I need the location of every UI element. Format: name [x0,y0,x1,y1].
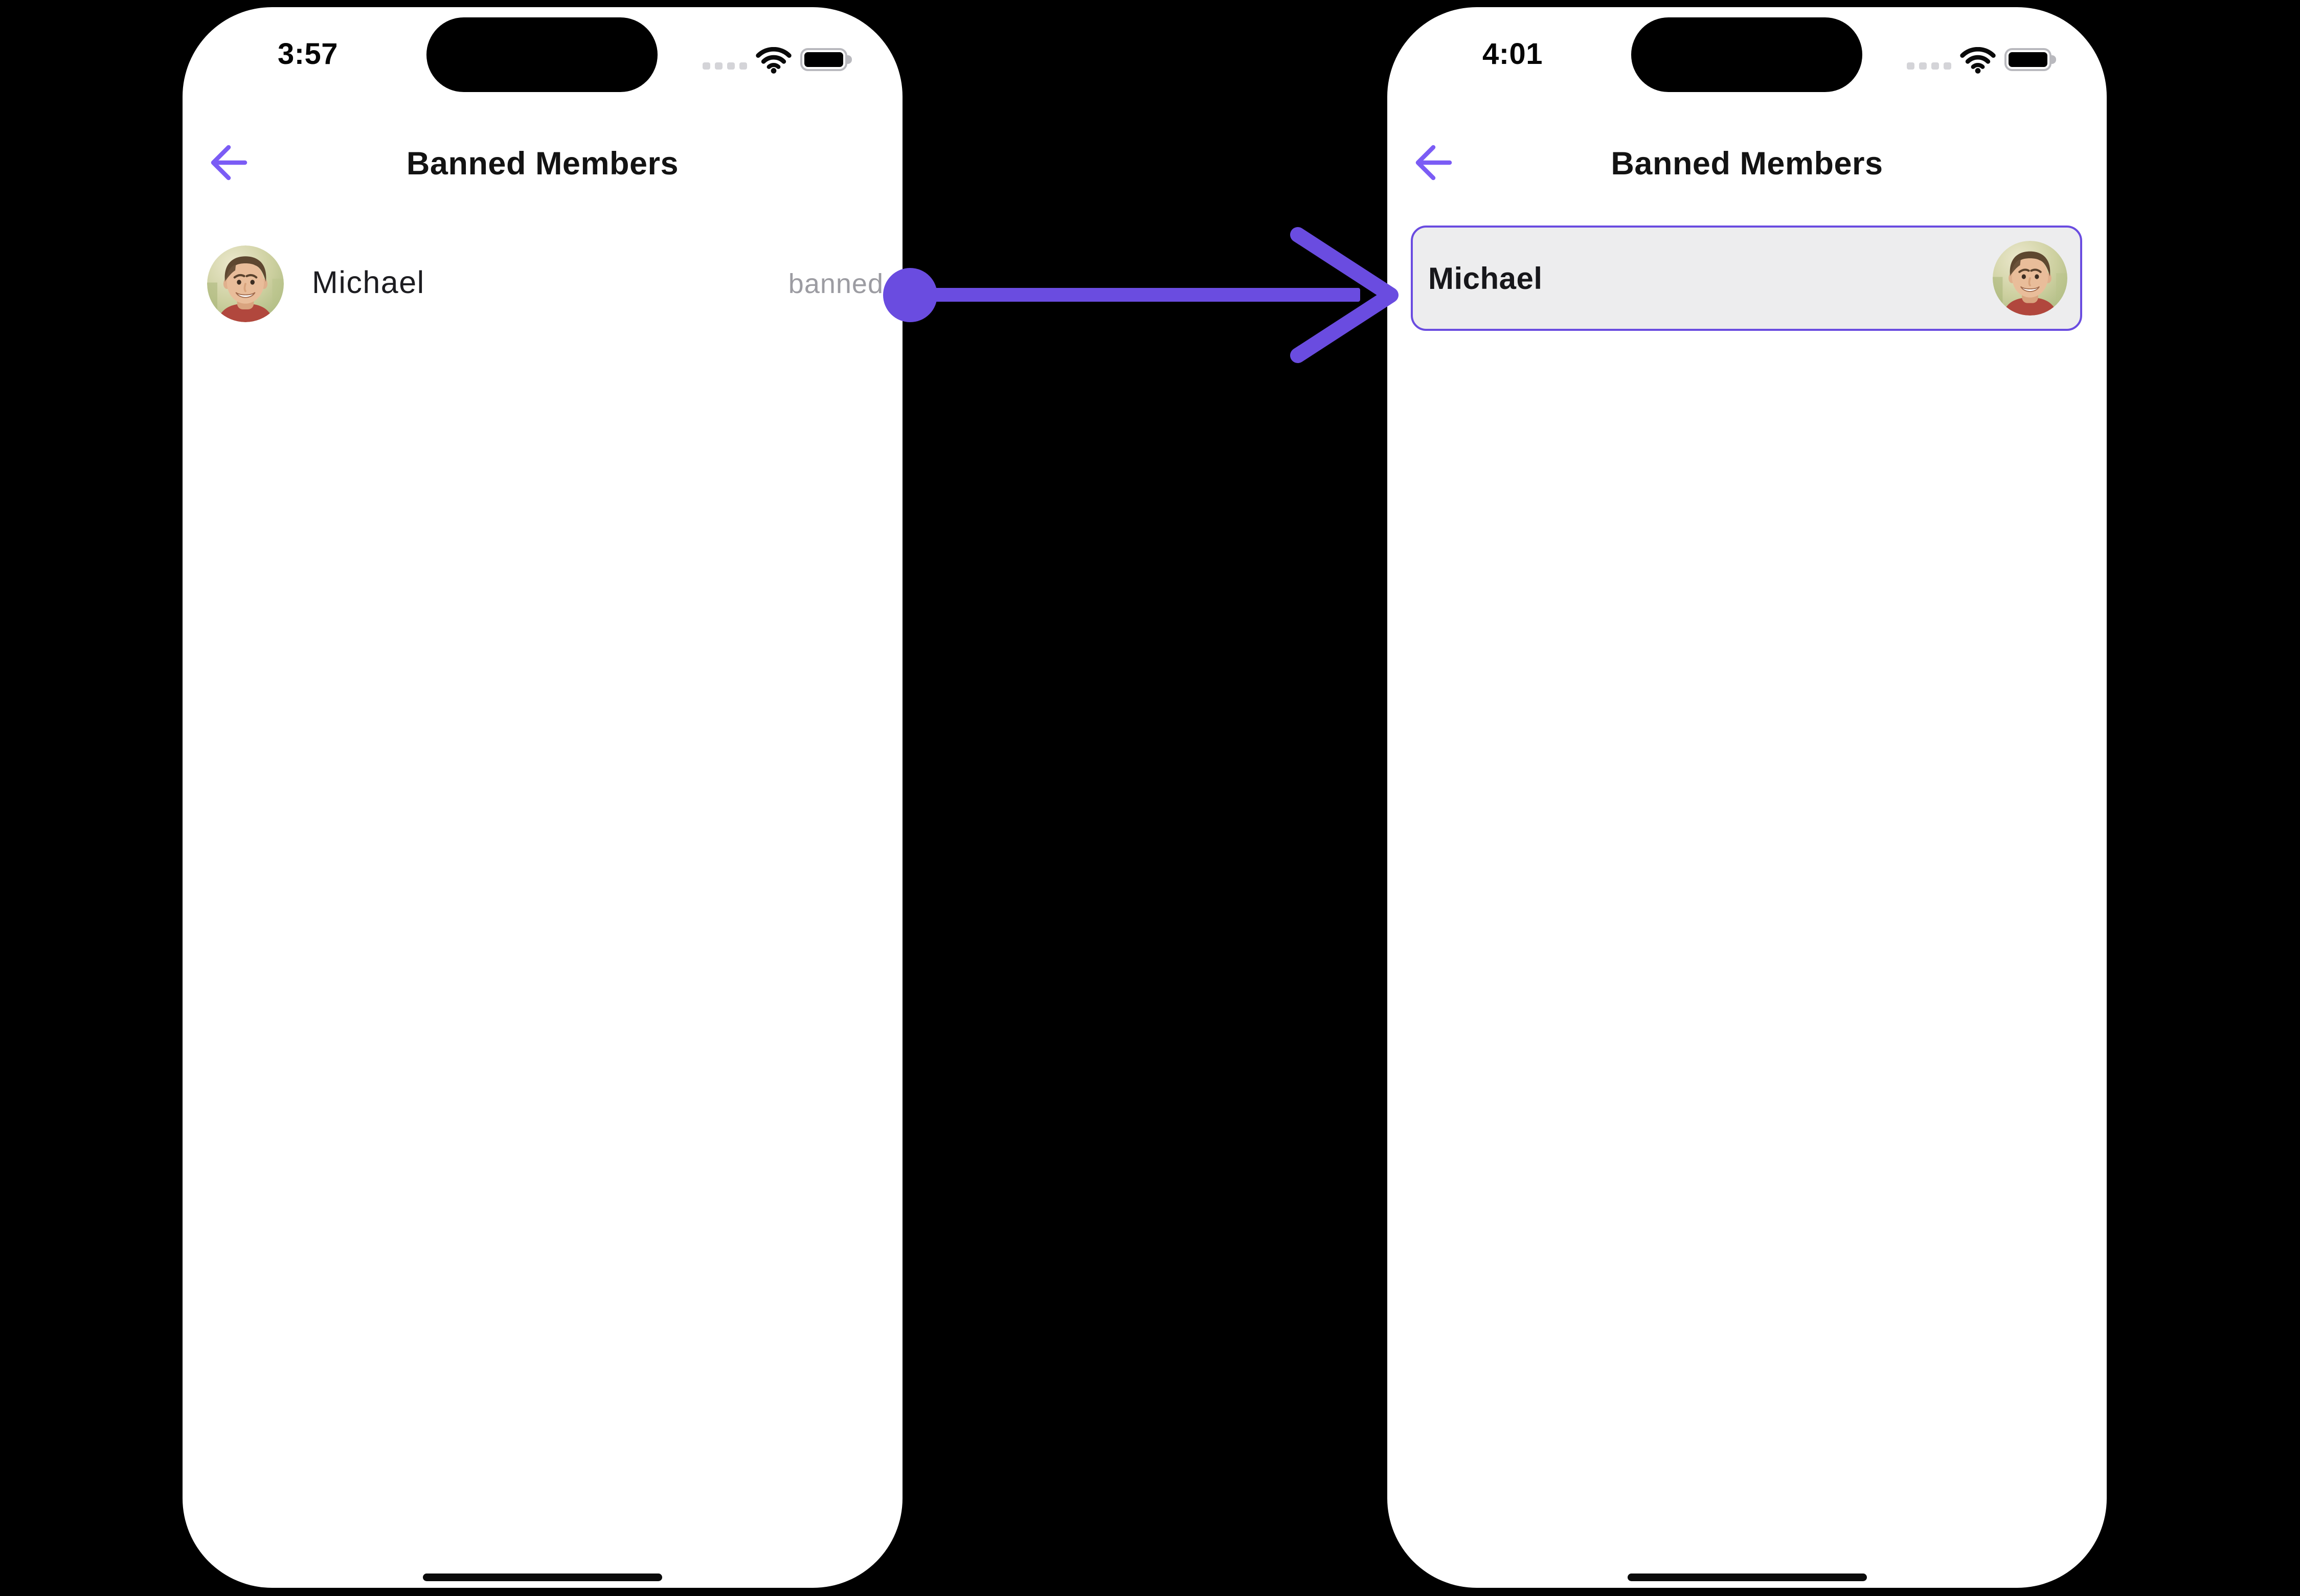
left-phone-frame: 3:57 Banned Members Michael banned [183,7,903,1588]
back-arrow-icon [1415,145,1452,181]
status-bar-time: 4:01 [1482,37,1543,71]
battery-icon [2004,48,2056,71]
flow-arrow [883,227,1399,363]
right-phone-frame: 4:01 Banned Members Michael [1387,7,2107,1588]
cellular-dots-icon [703,62,747,70]
battery-icon [800,48,852,71]
wifi-icon [756,47,792,74]
back-arrow-icon [211,145,247,181]
member-row[interactable]: Michael banned [207,245,884,322]
banned-member-card[interactable]: Michael [1411,226,2082,331]
status-bar-icons [1907,46,2057,74]
member-status-badge: banned [788,268,884,299]
status-bar-time: 3:57 [277,37,339,71]
cellular-dots-icon [1907,62,1951,70]
member-name: Michael [1428,261,1543,296]
page-title: Banned Members [1611,146,1883,182]
back-button[interactable] [207,141,249,184]
home-indicator[interactable] [423,1573,662,1581]
home-indicator[interactable] [1627,1573,1867,1581]
member-avatar [1993,241,2067,316]
back-button[interactable] [1412,141,1454,184]
dynamic-island [1631,17,1862,92]
page-title: Banned Members [406,146,679,182]
status-bar-icons [703,46,852,74]
member-name: Michael [312,265,425,300]
dynamic-island [426,17,658,92]
wifi-icon [1960,47,1996,74]
member-avatar [207,245,284,322]
